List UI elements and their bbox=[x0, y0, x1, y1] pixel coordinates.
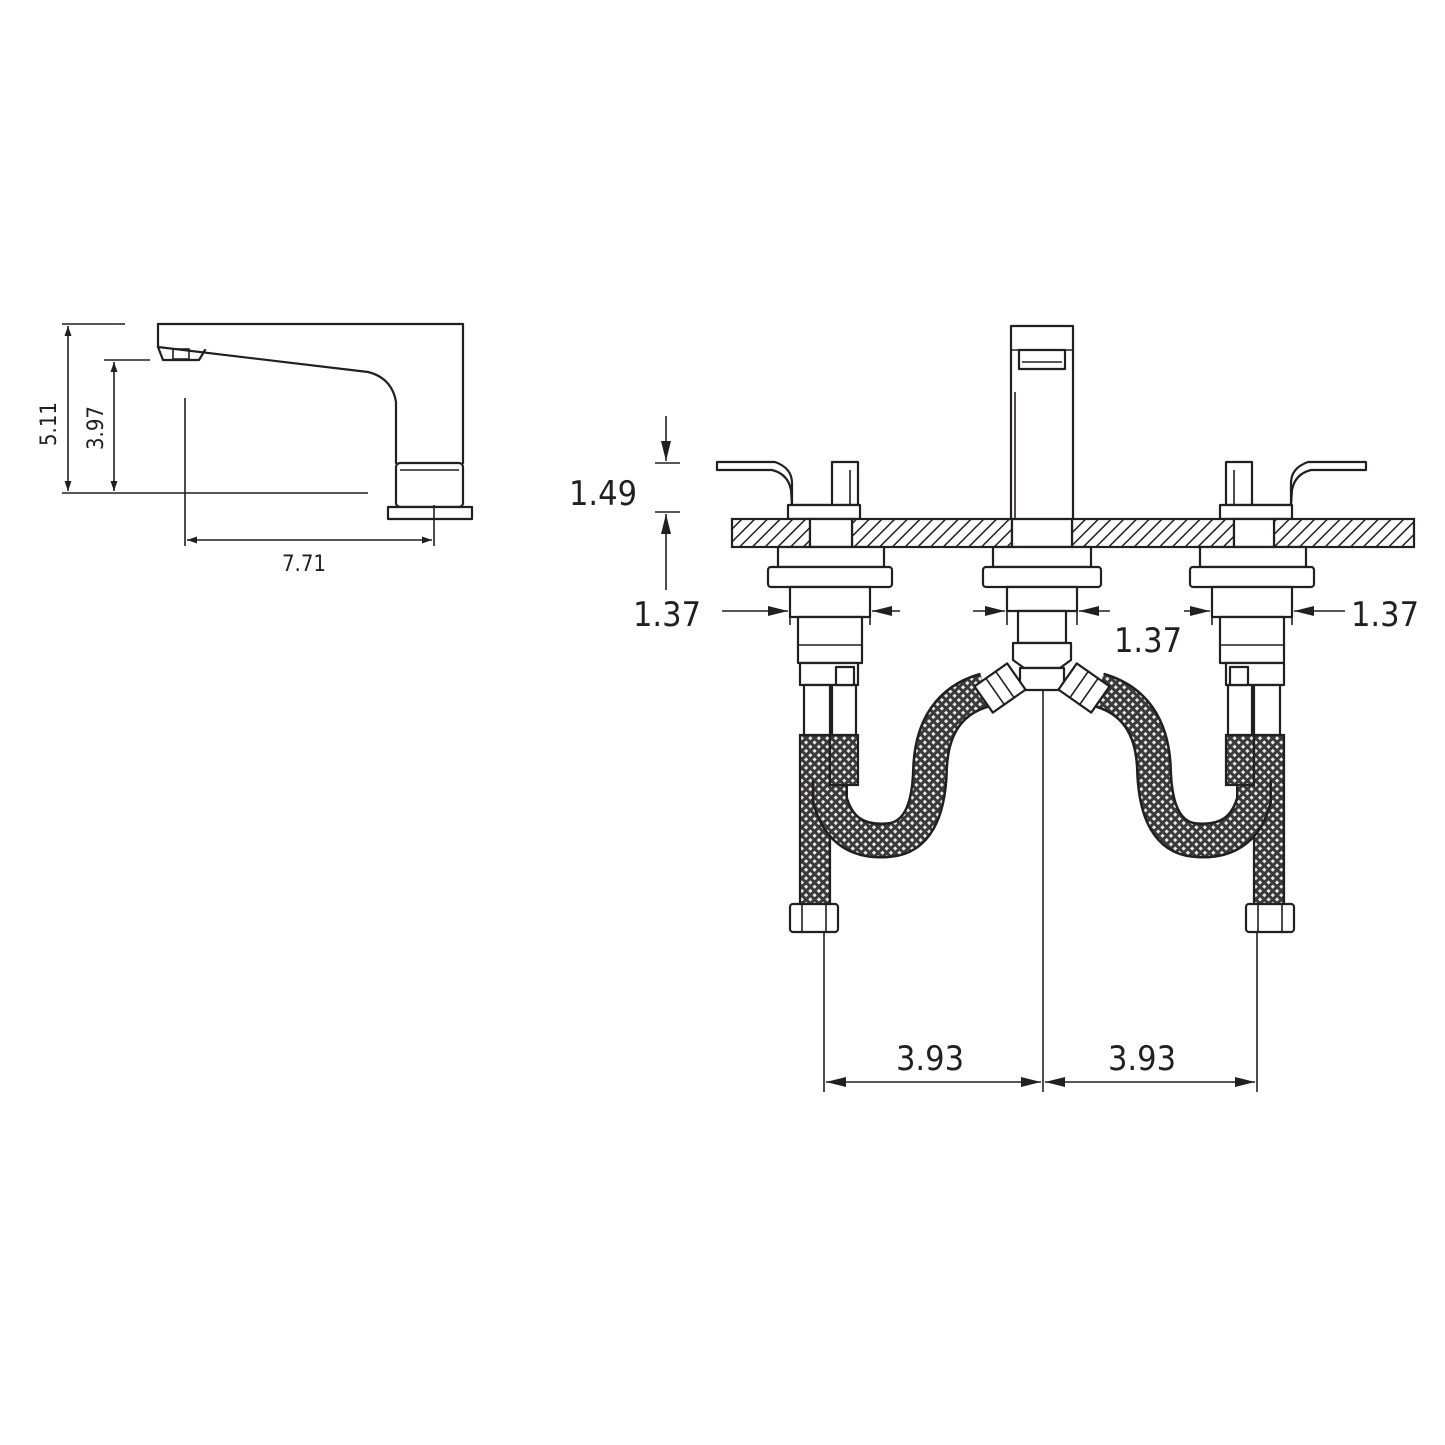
front-view: 3.93 3.93 1.49 1.37 1.37 1.37 bbox=[569, 324, 1419, 1092]
side-spout-height-label: 3.97 bbox=[84, 406, 109, 450]
braided-hoses bbox=[798, 665, 1286, 907]
right-spacing-label: 3.93 bbox=[1108, 1039, 1176, 1079]
side-base bbox=[386, 461, 474, 521]
center-shank-label: 1.37 bbox=[1114, 621, 1182, 661]
right-shank-label: 1.37 bbox=[1351, 595, 1419, 635]
left-spacing-label: 3.93 bbox=[896, 1039, 964, 1079]
right-valve-body bbox=[1188, 545, 1316, 687]
right-supply-nut bbox=[1244, 902, 1296, 934]
side-view: 5.11 3.97 7.71 bbox=[37, 322, 474, 577]
side-height-label: 5.11 bbox=[37, 402, 62, 446]
countertop bbox=[730, 517, 1416, 549]
handle-height-label: 1.49 bbox=[569, 474, 637, 514]
side-reach-label: 7.71 bbox=[282, 552, 326, 577]
left-supply-nut bbox=[788, 902, 840, 934]
y-fitting bbox=[973, 662, 1111, 714]
left-valve-body bbox=[766, 545, 894, 687]
right-handle bbox=[1218, 460, 1368, 521]
left-handle bbox=[715, 460, 862, 521]
center-valve-body bbox=[981, 545, 1103, 670]
left-shank-label: 1.37 bbox=[633, 595, 701, 635]
front-spout bbox=[1009, 324, 1075, 523]
side-spout bbox=[156, 322, 465, 465]
